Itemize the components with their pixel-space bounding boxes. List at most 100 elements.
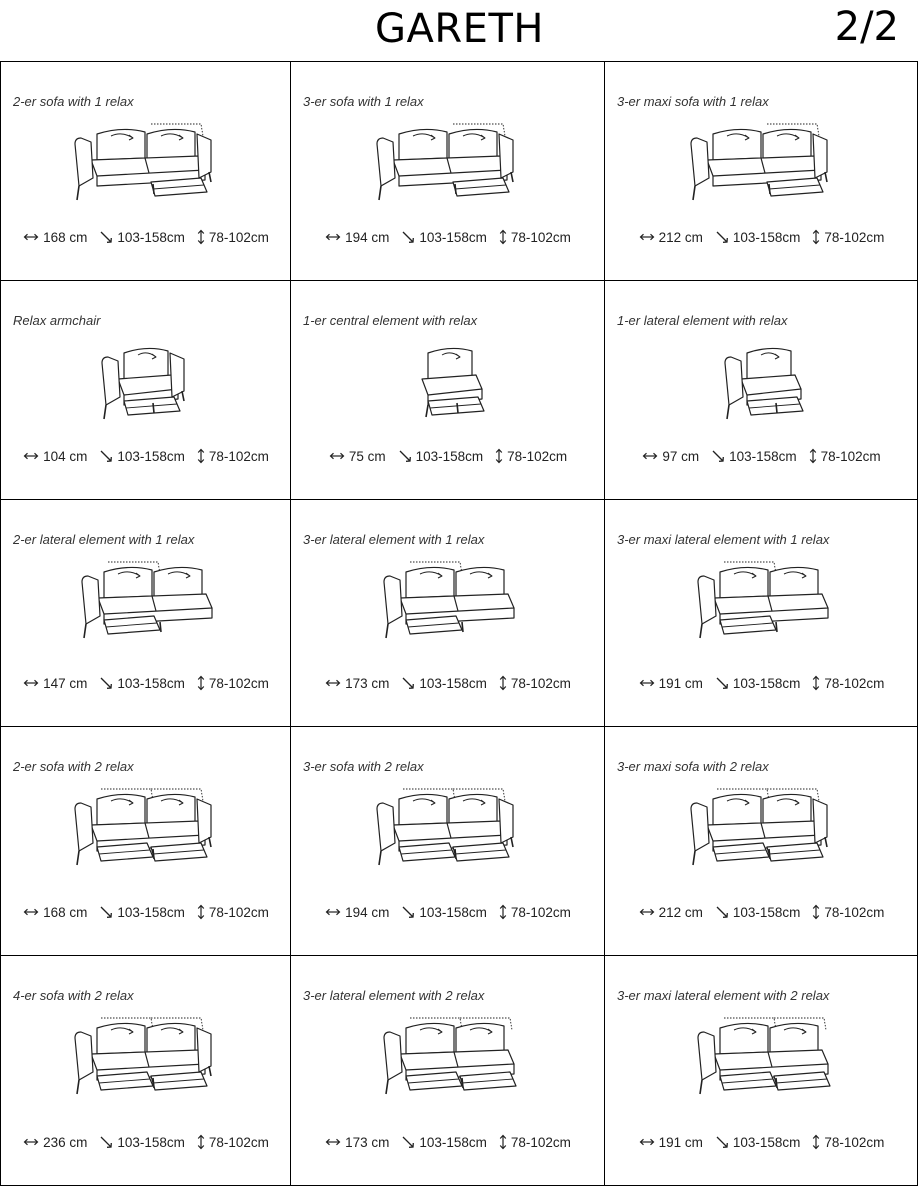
product-cell: 4-er sofa with 2 relax 236 cm 103-158cm xyxy=(1,956,291,1186)
depth-arrow-icon xyxy=(716,231,728,243)
dimensions-row: 97 cm 103-158cm 78-102cm xyxy=(605,448,918,464)
width-arrow-icon xyxy=(325,908,341,916)
height-dimension: 78-102cm xyxy=(197,229,269,245)
product-label: 2-er sofa with 2 relax xyxy=(13,759,134,774)
width-value: 147 cm xyxy=(43,675,88,691)
depth-dimension: 103-158cm xyxy=(99,676,185,691)
height-value: 78-102cm xyxy=(510,904,571,920)
height-arrow-icon xyxy=(197,448,205,464)
width-value: 212 cm xyxy=(658,229,703,245)
product-cell: 3-er sofa with 2 relax 194 cm 103-158cm xyxy=(291,727,605,956)
width-arrow-icon xyxy=(325,233,341,241)
height-dimension: 78-102cm xyxy=(809,448,881,464)
depth-value: 103-158cm xyxy=(419,229,487,245)
page-title: GARETH xyxy=(375,6,544,52)
sofa-drawing xyxy=(74,788,212,866)
depth-arrow-icon xyxy=(716,677,728,689)
width-value: 173 cm xyxy=(345,1134,390,1150)
height-arrow-icon xyxy=(809,448,816,464)
depth-value: 103-158cm xyxy=(117,448,185,464)
depth-value: 103-158cm xyxy=(415,448,484,464)
height-value: 78-102cm xyxy=(824,1134,885,1150)
height-dimension: 78-102cm xyxy=(812,229,884,245)
width-arrow-icon xyxy=(329,452,345,460)
product-label: 3-er maxi lateral element with 1 relax xyxy=(617,532,830,547)
width-value: 212 cm xyxy=(658,904,703,920)
sofa-drawing xyxy=(697,561,829,639)
height-arrow-icon xyxy=(499,229,507,245)
width-dimension: 97 cm xyxy=(642,449,699,464)
width-value: 194 cm xyxy=(345,229,390,245)
depth-value: 103-158cm xyxy=(732,1134,801,1150)
width-dimension: 168 cm xyxy=(23,905,87,920)
sofa-drawing xyxy=(724,347,804,420)
product-label: 3-er sofa with 1 relax xyxy=(303,94,424,109)
width-dimension: 168 cm xyxy=(23,230,87,245)
width-value: 104 cm xyxy=(43,448,88,464)
sofa-drawing xyxy=(81,561,213,639)
height-dimension: 78-102cm xyxy=(499,904,571,920)
height-arrow-icon xyxy=(197,1134,205,1150)
depth-arrow-icon xyxy=(716,1136,728,1148)
sofa-drawing xyxy=(376,123,514,201)
width-value: 194 cm xyxy=(345,904,390,920)
width-value: 236 cm xyxy=(43,1134,88,1150)
dimensions-row: 236 cm 103-158cm 78-102cm xyxy=(1,1134,291,1150)
height-arrow-icon xyxy=(499,904,507,920)
width-arrow-icon xyxy=(325,679,341,687)
product-grid: 2-er sofa with 1 relax 168 cm 103-158cm xyxy=(0,61,918,1186)
width-arrow-icon xyxy=(639,908,654,916)
product-cell: 3-er lateral element with 1 relax 173 cm… xyxy=(291,500,605,727)
depth-dimension: 103-158cm xyxy=(99,1135,185,1150)
height-value: 78-102cm xyxy=(208,904,269,920)
depth-dimension: 103-158cm xyxy=(715,676,800,691)
depth-dimension: 103-158cm xyxy=(99,449,185,464)
depth-dimension: 103-158cm xyxy=(715,905,800,920)
dimensions-row: 173 cm 103-158cm 78-102cm xyxy=(291,675,605,691)
product-label: 3-er maxi lateral element with 2 relax xyxy=(617,988,830,1003)
height-arrow-icon xyxy=(499,1134,507,1150)
depth-arrow-icon xyxy=(100,231,113,243)
dimensions-row: 212 cm 103-158cm 78-102cm xyxy=(605,904,918,920)
height-arrow-icon xyxy=(813,229,820,245)
sofa-drawing xyxy=(376,788,514,866)
depth-arrow-icon xyxy=(100,1136,113,1148)
depth-arrow-icon xyxy=(402,677,415,689)
sofa-drawing xyxy=(690,123,828,201)
height-value: 78-102cm xyxy=(824,675,885,691)
product-label: 2-er lateral element with 1 relax xyxy=(13,532,195,547)
depth-arrow-icon xyxy=(100,677,113,689)
width-dimension: 191 cm xyxy=(639,676,703,691)
depth-arrow-icon xyxy=(100,906,113,918)
dimensions-row: 168 cm 103-158cm 78-102cm xyxy=(1,229,291,245)
depth-dimension: 103-158cm xyxy=(715,230,800,245)
height-dimension: 78-102cm xyxy=(812,904,884,920)
product-label: 4-er sofa with 2 relax xyxy=(13,988,134,1003)
width-arrow-icon xyxy=(642,452,658,460)
height-dimension: 78-102cm xyxy=(495,448,567,464)
width-value: 191 cm xyxy=(658,675,703,691)
dimensions-row: 147 cm 103-158cm 78-102cm xyxy=(1,675,291,691)
depth-dimension: 103-158cm xyxy=(401,676,487,691)
sofa-drawing xyxy=(74,123,212,201)
width-dimension: 191 cm xyxy=(639,1135,703,1150)
width-dimension: 147 cm xyxy=(23,676,87,691)
product-label: 3-er maxi sofa with 1 relax xyxy=(617,94,769,109)
product-cell: 3-er maxi sofa with 2 relax 212 cm 103-1… xyxy=(605,727,918,956)
height-value: 78-102cm xyxy=(208,1134,269,1150)
depth-arrow-icon xyxy=(402,231,415,243)
product-cell: 1-er central element with relax 75 cm 10… xyxy=(291,281,605,500)
width-dimension: 173 cm xyxy=(325,1135,389,1150)
product-cell: 3-er maxi lateral element with 2 relax 1… xyxy=(605,956,918,1186)
depth-value: 103-158cm xyxy=(419,1134,487,1150)
width-arrow-icon xyxy=(639,233,654,241)
dimensions-row: 168 cm 103-158cm 78-102cm xyxy=(1,904,291,920)
width-arrow-icon xyxy=(325,1138,341,1146)
product-cell: 2-er sofa with 1 relax 168 cm 103-158cm xyxy=(1,62,291,281)
depth-value: 103-158cm xyxy=(117,229,185,245)
width-dimension: 236 cm xyxy=(23,1135,87,1150)
width-arrow-icon xyxy=(23,452,39,460)
height-arrow-icon xyxy=(813,904,820,920)
height-dimension: 78-102cm xyxy=(812,1134,884,1150)
width-dimension: 212 cm xyxy=(639,230,703,245)
